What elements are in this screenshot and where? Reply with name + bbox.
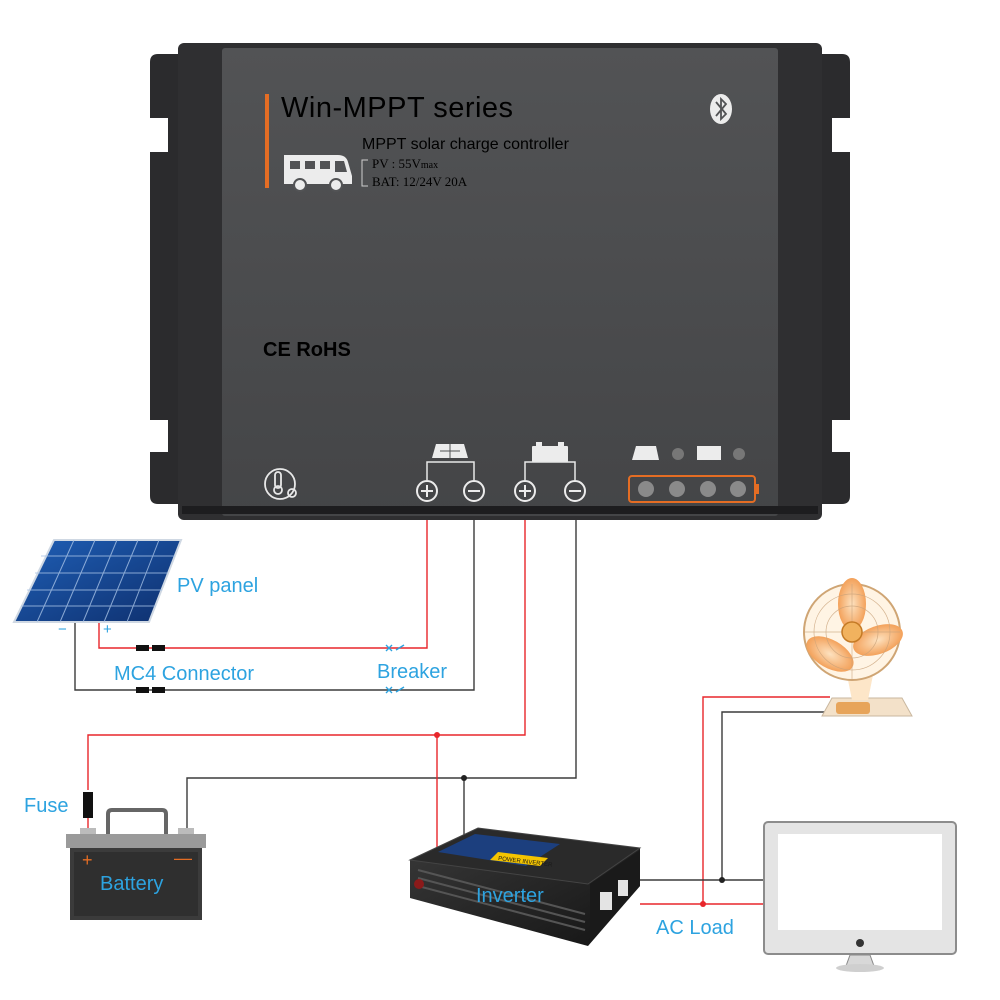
- wiring: [74, 520, 832, 905]
- controller-subtitle: MPPT solar charge controller: [362, 136, 570, 153]
- controller-title: Win-MPPT series: [281, 92, 514, 124]
- controller-face: [222, 48, 778, 516]
- pv-positive-wire: [98, 520, 428, 649]
- breaker-label: Breaker: [377, 661, 447, 683]
- title-accent-bar: [265, 94, 269, 188]
- charge-controller: Win-MPPT series MPPT solar charge contro…: [150, 43, 850, 520]
- inverter-icon: [408, 827, 642, 946]
- fuse-label: Fuse: [24, 795, 68, 817]
- temperature-sensor-icon: [264, 468, 297, 500]
- pv-panel-label: PV panel: [177, 575, 258, 597]
- battery-negative-terminal: [564, 480, 586, 502]
- rv-icon: [284, 155, 352, 192]
- pv-terminal-icon: [426, 444, 475, 480]
- fuse-icon: [83, 792, 93, 818]
- ac-load-label: AC Load: [656, 917, 734, 939]
- pv-spec: PV : 55Vmax: [372, 156, 438, 171]
- mc4-connector: [136, 645, 165, 693]
- pv-negative-terminal: [463, 480, 485, 502]
- pv-minus-label: −: [58, 621, 67, 638]
- left-mounting-flange: [150, 54, 182, 504]
- mc4-connector-label: MC4 Connector: [114, 663, 254, 685]
- battery-label: Battery: [100, 873, 163, 895]
- certification-marks: CE RoHS: [263, 339, 351, 361]
- solar-panel-icon: [12, 539, 183, 623]
- battery-plus-label: +: [82, 850, 93, 870]
- battery-positive-wire: [87, 520, 526, 790]
- battery-icon: [66, 808, 206, 920]
- bluetooth-icon: [710, 94, 732, 124]
- battery-terminal-icon: [524, 442, 576, 480]
- status-indicators: [628, 446, 759, 503]
- right-mounting-flange: [818, 54, 850, 504]
- pv-positive-terminal: [416, 480, 438, 502]
- pv-plus-label: +: [103, 621, 112, 638]
- breaker-switch: [385, 644, 405, 694]
- fan-icon: [803, 578, 913, 717]
- battery-positive-terminal: [514, 480, 536, 502]
- battery-minus-label: —: [174, 848, 192, 868]
- pv-negative-wire: [74, 520, 475, 691]
- battery-negative-wire: [186, 520, 577, 830]
- bat-spec: BAT: 12/24V 20A: [372, 174, 468, 189]
- monitor-icon: [763, 821, 957, 972]
- inverter-label: Inverter: [476, 885, 544, 907]
